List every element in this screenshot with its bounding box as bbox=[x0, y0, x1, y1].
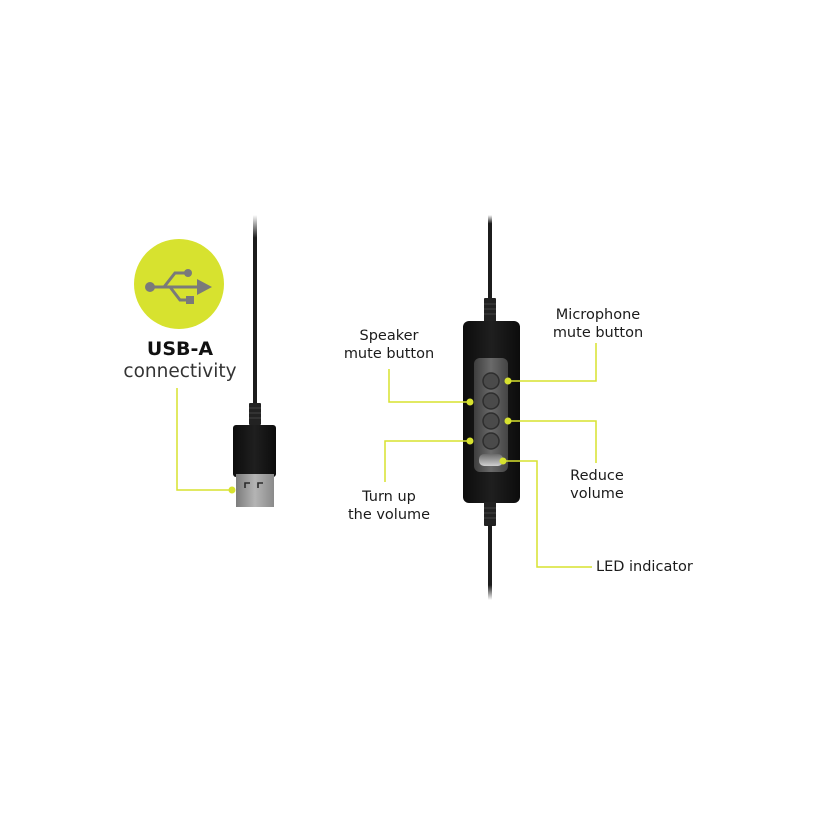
speaker-mute-label-line1: Speaker bbox=[359, 328, 419, 344]
speaker-mute-label-line2: mute button bbox=[343, 346, 435, 362]
inline-remote bbox=[463, 215, 520, 600]
volume-up-button bbox=[482, 432, 500, 450]
turn-up-volume-callout-line bbox=[384, 440, 470, 482]
callout-lines bbox=[176, 343, 597, 568]
reduce-volume-button bbox=[482, 412, 500, 430]
usb-plug-metal bbox=[236, 474, 274, 507]
microphone-mute-callout-line bbox=[508, 343, 597, 382]
turn-up-volume-label-line2: the volume bbox=[347, 507, 431, 523]
turn-up-volume-label: Turn up the volume bbox=[338, 488, 440, 524]
reduce-volume-label-line2: volume bbox=[570, 486, 624, 502]
usb-plug-housing bbox=[233, 425, 276, 477]
usb-subtitle: connectivity bbox=[123, 361, 237, 382]
usb-title: USB-A bbox=[146, 338, 214, 360]
speaker-mute-label: Speaker mute button bbox=[335, 327, 443, 363]
led-indicator-light bbox=[479, 454, 503, 466]
usb-cable bbox=[253, 215, 257, 405]
usb-badge-circle bbox=[134, 239, 224, 329]
microphone-mute-label: Microphone mute button bbox=[540, 306, 656, 342]
turn-up-volume-label-line1: Turn up bbox=[362, 489, 416, 505]
led-callout-line bbox=[503, 460, 592, 568]
led-indicator-label: LED indicator bbox=[596, 559, 693, 575]
reduce-volume-label-line1: Reduce bbox=[570, 468, 624, 484]
remote-cable-top bbox=[488, 215, 492, 300]
callout-dots bbox=[228, 377, 512, 494]
speaker-mute-callout-line bbox=[388, 369, 470, 403]
usb-callout-line bbox=[176, 388, 232, 491]
speaker-mute-button bbox=[482, 392, 500, 410]
microphone-mute-button bbox=[482, 372, 500, 390]
usb-a-plug bbox=[233, 215, 276, 507]
microphone-mute-label-line2: mute button bbox=[552, 325, 644, 341]
remote-cable-bottom bbox=[488, 525, 492, 600]
reduce-volume-callout-line bbox=[508, 420, 597, 463]
reduce-volume-label: Reduce volume bbox=[556, 467, 638, 503]
usb-icon bbox=[145, 269, 212, 304]
microphone-mute-label-line1: Microphone bbox=[555, 307, 641, 323]
